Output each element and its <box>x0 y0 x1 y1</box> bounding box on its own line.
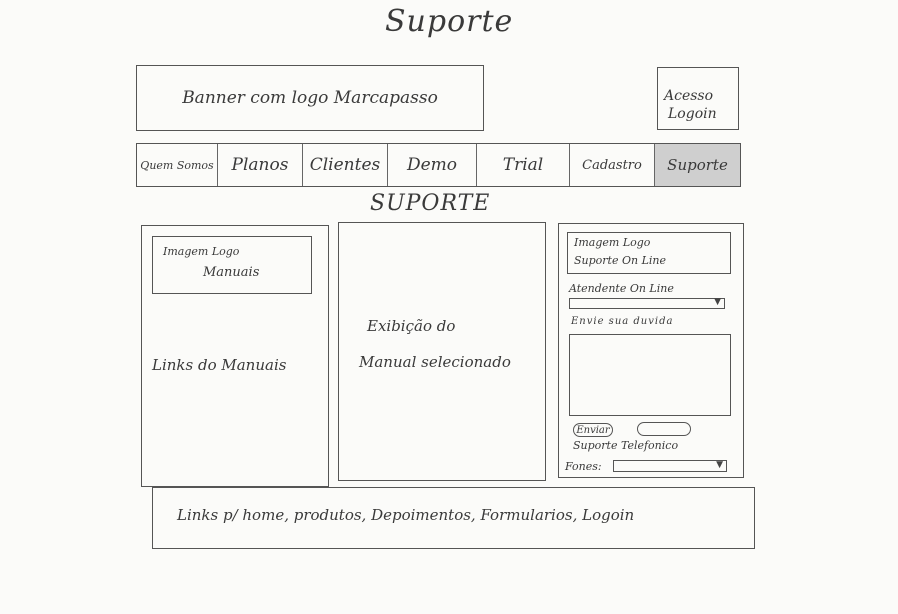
page-title: Suporte <box>385 4 514 39</box>
attendant-label: Atendente On Line <box>569 282 674 295</box>
manual-viewer-line2: Manual selecionado <box>359 353 511 371</box>
secondary-button[interactable] <box>637 422 691 436</box>
manual-viewer-panel: Exibição do Manual selecionado <box>338 222 546 481</box>
nav-item-suporte[interactable]: Suporte <box>655 144 740 186</box>
footer-links[interactable]: Links p/ home, produtos, Depoimentos, Fo… <box>177 506 635 524</box>
question-textarea[interactable] <box>569 334 731 416</box>
nav-label: Demo <box>406 155 458 175</box>
footer-links-bar: Links p/ home, produtos, Depoimentos, Fo… <box>152 487 755 549</box>
phone-support-label: Suporte Telefonico <box>573 439 679 452</box>
manuals-logo-image: Imagem Logo Manuais <box>152 236 312 294</box>
header-banner: Banner com logo Marcapasso <box>136 65 484 131</box>
main-nav: Quem Somos Planos Clientes Demo Trial Ca… <box>136 143 741 187</box>
nav-label: Trial <box>502 155 544 175</box>
login-label-line2: Logoin <box>668 106 717 122</box>
manuals-links[interactable]: Links do Manuais <box>152 356 287 374</box>
ask-label: Envie sua duvida <box>571 316 674 327</box>
banner-text: Banner com logo Marcapasso <box>182 88 438 108</box>
nav-item-clientes[interactable]: Clientes <box>303 144 388 186</box>
nav-item-cadastro[interactable]: Cadastro <box>570 144 655 186</box>
nav-label: Clientes <box>309 155 381 175</box>
manuals-logo-line2: Manuais <box>203 265 260 280</box>
nav-item-quem-somos[interactable]: Quem Somos <box>137 144 218 186</box>
login-box[interactable]: Acesso Logoin <box>657 67 739 130</box>
nav-item-planos[interactable]: Planos <box>218 144 303 186</box>
chevron-down-icon: ▼ <box>714 297 721 307</box>
nav-label: Suporte <box>667 156 728 174</box>
nav-label: Planos <box>231 155 289 175</box>
support-logo-line1: Imagem Logo <box>574 236 651 249</box>
chevron-down-icon: ▼ <box>716 460 723 470</box>
support-logo-image: Imagem Logo Suporte On Line <box>567 232 731 274</box>
manuals-logo-line1: Imagem Logo <box>163 245 240 258</box>
nav-label: Quem Somos <box>140 158 214 172</box>
nav-item-trial[interactable]: Trial <box>477 144 570 186</box>
nav-label: Cadastro <box>582 157 642 173</box>
manual-viewer-line1: Exibição do <box>367 317 456 335</box>
send-button[interactable]: Enviar <box>573 423 613 437</box>
section-title: SUPORTE <box>370 191 491 216</box>
attendant-select[interactable]: ▼ <box>569 297 725 309</box>
manuals-panel: Imagem Logo Manuais Links do Manuais <box>141 225 329 487</box>
phones-select[interactable]: ▼ <box>613 460 727 472</box>
login-label-line1: Acesso <box>664 88 714 104</box>
support-logo-line2: Suporte On Line <box>574 254 666 267</box>
nav-item-demo[interactable]: Demo <box>388 144 477 186</box>
online-support-panel: Imagem Logo Suporte On Line Atendente On… <box>558 223 744 478</box>
phones-label: Fones: <box>565 460 602 473</box>
